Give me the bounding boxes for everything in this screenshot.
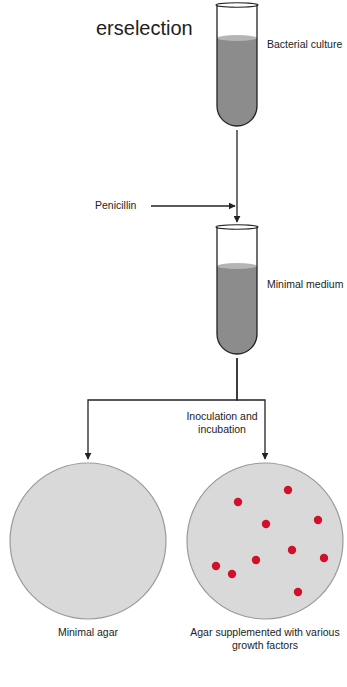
tube-outline (217, 5, 257, 126)
colony (288, 546, 296, 554)
test-tube: Bacterial culture (213, 2, 345, 128)
flow-arrow (236, 130, 237, 222)
node-label: Minimal medium (267, 278, 343, 291)
colony (314, 516, 322, 524)
node-label: Minimal agar (9, 626, 167, 639)
tube-outline (217, 227, 257, 354)
flow-arrow (237, 358, 265, 459)
colony (252, 556, 260, 564)
flow-arrow (88, 358, 237, 459)
agar-plate: Minimal agar (9, 462, 167, 641)
tube-rim (216, 3, 258, 7)
agar-plate: Agar supplemented with various growth fa… (186, 462, 344, 653)
liquid (217, 266, 257, 354)
test-tube: Minimal medium (213, 224, 346, 356)
colony (320, 554, 328, 562)
tube-drawing (213, 224, 261, 356)
colony (262, 520, 270, 528)
agar-plate (187, 463, 343, 619)
tube-drawing (213, 2, 261, 128)
colony (234, 498, 242, 506)
heading-fragment: erselection (96, 16, 193, 40)
colony (284, 486, 292, 494)
colony (294, 588, 302, 596)
tube-rim (216, 225, 258, 229)
liquid-surface (217, 35, 257, 41)
plate-drawing (9, 462, 167, 620)
agar-plate (10, 463, 166, 619)
colony (212, 562, 220, 570)
colony (228, 570, 236, 578)
penicillin-arrow (151, 206, 235, 207)
reagent-label: Penicillin (95, 199, 136, 212)
node-label: Agar supplemented with various growth fa… (186, 626, 344, 651)
liquid-surface (217, 263, 257, 269)
node-label: Bacterial culture (267, 38, 342, 51)
step-label: Inoculation and incubation (184, 410, 260, 435)
plate-drawing (186, 462, 344, 620)
liquid (217, 38, 257, 126)
